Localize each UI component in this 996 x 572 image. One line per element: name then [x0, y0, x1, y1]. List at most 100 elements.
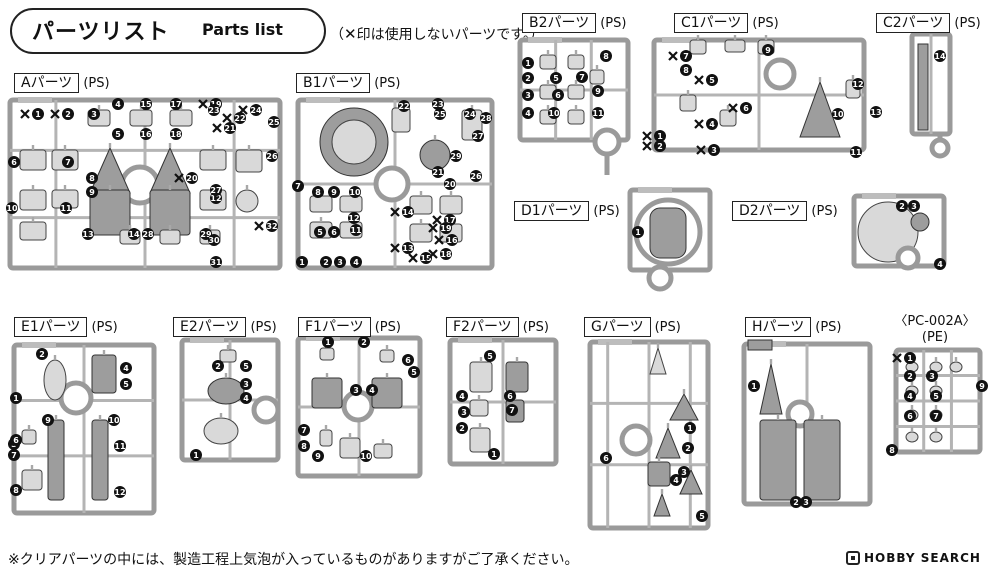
part-number-badge [484, 350, 496, 362]
runner-ring [341, 389, 375, 423]
part-number-a-6: 6 [8, 156, 20, 168]
part-shape [759, 419, 797, 501]
part-number-c1-2: 2 [654, 140, 666, 152]
part-number-badge [706, 118, 718, 130]
part-number-badge [170, 98, 182, 110]
part-number-a-18: 18 [170, 128, 182, 140]
part-shape [159, 229, 181, 245]
part-shape [469, 399, 489, 417]
part-number-g-4: 4 [670, 474, 682, 486]
part-number-text: 31 [210, 258, 222, 267]
part-number-text: 1 [35, 110, 41, 119]
part-number-e1-6: 6 [10, 434, 22, 446]
part-number-text: 3 [929, 372, 935, 381]
runner-name: Gパーツ [584, 317, 651, 337]
part-number-badge [506, 404, 518, 416]
part-number-text: 10 [349, 188, 361, 197]
part-number-badge [234, 112, 246, 124]
part-number-a-25: 25 [268, 116, 280, 128]
part-number-badge [88, 108, 100, 120]
part-number-a-14: 14 [128, 228, 140, 240]
part-number-badge [292, 180, 304, 192]
part-number-text: 12 [852, 80, 863, 89]
part-number-f2-3: 3 [458, 406, 470, 418]
part-number-badge [348, 212, 360, 224]
part-number-badge [266, 220, 278, 232]
part-number-text: 8 [315, 188, 321, 197]
part-number-badge [522, 107, 534, 119]
part-number-text: 18 [440, 250, 452, 259]
runner-name: D2パーツ [732, 201, 808, 221]
runner-tag [306, 97, 340, 103]
part-number-badge [682, 442, 694, 454]
part-number-b2-1: 1 [522, 57, 534, 69]
part-number-b1-27: 27 [472, 130, 484, 142]
part-shape [91, 419, 109, 501]
part-number-a-24: 24 [250, 104, 262, 116]
runner-label-e2: E2パーツ(PS) [173, 316, 277, 338]
part-shape [647, 461, 671, 487]
part-number-badge [850, 146, 862, 158]
part-number-text: 7 [301, 426, 307, 435]
part-number-badge [32, 108, 44, 120]
part-number-f1-2: 2 [358, 336, 370, 348]
runner-tag [598, 339, 632, 345]
part-number-badge [120, 378, 132, 390]
runner-tag [638, 187, 672, 193]
part-number-badge [334, 256, 346, 268]
part-number-text: 2 [459, 424, 465, 433]
runner-label-f2: F2パーツ(PS) [446, 316, 549, 338]
part-number-badge [654, 130, 666, 142]
part-number-b2-9: 9 [592, 85, 604, 97]
part-number-badge [458, 406, 470, 418]
part-shape [319, 429, 333, 447]
unused-cross-icon [892, 353, 902, 363]
part-number-text: 2 [39, 350, 45, 359]
part-number-text: 6 [507, 392, 513, 401]
runner-material: (PS) [954, 15, 981, 31]
part-number-b1-13: 13 [402, 242, 414, 254]
part-number-text: 7 [933, 412, 939, 421]
part-number-b2-5: 5 [550, 72, 562, 84]
part-number-text: 6 [907, 412, 913, 421]
part-number-badge [62, 108, 74, 120]
part-number-badge [240, 360, 252, 372]
part-number-b1-22: 22 [398, 100, 410, 112]
part-number-text: 4 [673, 476, 679, 485]
part-number-text: 10 [548, 109, 560, 118]
part-number-c2-14: 14 [934, 50, 946, 62]
part-shape [331, 119, 377, 165]
part-number-text: 25 [434, 110, 446, 119]
part-number-badge [349, 186, 361, 198]
part-number-text: 1 [13, 394, 19, 403]
runner-material: (PS) [811, 203, 838, 219]
part-number-badge [600, 452, 612, 464]
part-number-text: 9 [765, 46, 771, 55]
title-english: Parts list [202, 20, 283, 39]
cross-mark-icon: ✕ [344, 25, 357, 43]
part-shape [235, 149, 263, 173]
part-number-badge [170, 128, 182, 140]
part-number-badge [320, 256, 332, 268]
part-number-b1-3: 3 [334, 256, 346, 268]
part-shape [469, 361, 493, 393]
part-number-badge [10, 392, 22, 404]
unused-parts-note: （✕印は使用しないパーツです。） [330, 25, 544, 43]
part-number-b1-7: 7 [292, 180, 304, 192]
part-shape [653, 492, 671, 517]
part-number-a-21: 21 [224, 122, 236, 134]
part-number-text: 6 [331, 228, 337, 237]
runner-name: B1パーツ [296, 73, 371, 93]
part-number-badge [128, 228, 140, 240]
part-number-text: 12 [114, 488, 125, 497]
part-number-badge [408, 366, 420, 378]
runner-material: (PS) [815, 319, 842, 335]
part-number-badge [312, 186, 324, 198]
runner-tag [458, 337, 492, 343]
part-shape [91, 354, 117, 394]
part-number-badge [696, 510, 708, 522]
part-number-badge [904, 370, 916, 382]
part-shape [19, 189, 47, 211]
